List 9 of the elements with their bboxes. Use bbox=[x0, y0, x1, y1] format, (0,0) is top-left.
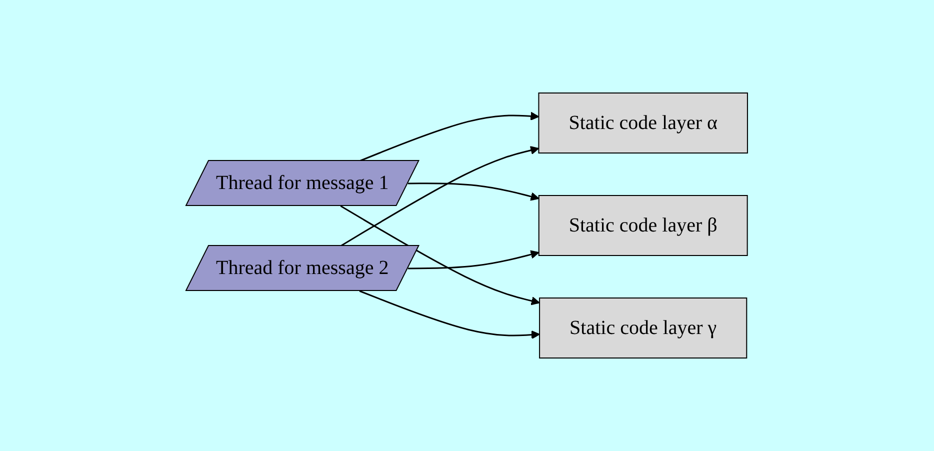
arrow bbox=[340, 146, 540, 247]
node-box: Static code layer α bbox=[538, 92, 748, 154]
node-box: Static code layer β bbox=[538, 195, 748, 256]
node-box: Static code layer γ bbox=[539, 298, 748, 358]
arrow bbox=[360, 112, 540, 162]
arrow bbox=[408, 250, 540, 270]
arrow bbox=[340, 205, 540, 306]
arrow bbox=[360, 290, 540, 340]
arrow bbox=[408, 182, 540, 201]
